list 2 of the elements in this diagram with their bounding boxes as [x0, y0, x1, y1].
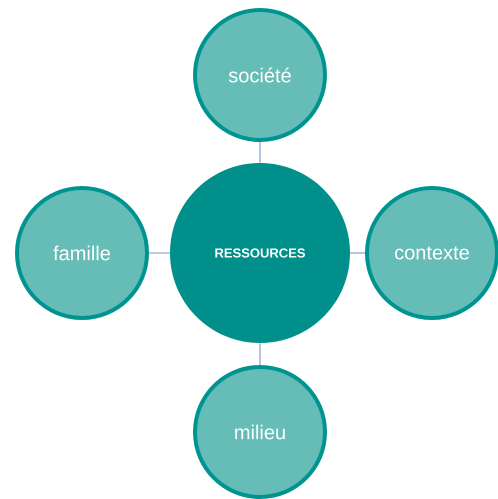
connector-line — [148, 252, 170, 254]
connector-line — [350, 252, 366, 254]
